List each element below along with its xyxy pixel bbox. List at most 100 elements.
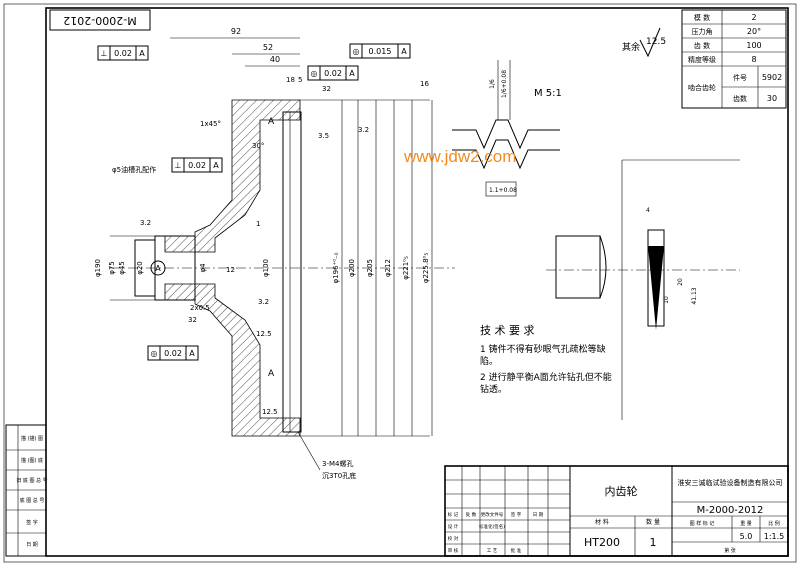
hdr-audit: 审 核 — [448, 547, 459, 554]
watermark: www.jdw2.com — [403, 147, 516, 166]
dim-92: 92 — [231, 27, 241, 36]
roughness-12-5-a: 12.5 — [256, 330, 272, 338]
dim-32-bottom: 32 — [188, 316, 197, 324]
left-strip-6: 日 期 — [26, 542, 38, 548]
main-section-view: A A A 92 52 40 18 5 32 16 3.5 1x45° 30° … — [94, 27, 455, 480]
hub-boss — [134, 239, 156, 297]
dia-20: φ20 — [136, 261, 144, 275]
hdr-sign: 签 字 — [511, 511, 522, 518]
tol-4-val: 0.02 — [188, 161, 206, 170]
dim-1: 1 — [256, 220, 260, 228]
dia-200: φ200 — [348, 259, 356, 277]
part-name: 内齿轮 — [605, 484, 638, 498]
dia-221: φ221⁰₅ — [402, 256, 410, 280]
tech-line-1: 1 铸件不得有砂眼气孔疏松等缺 — [480, 343, 606, 355]
dia-212: φ212 — [384, 259, 392, 277]
roughness-value: 12.5 — [646, 37, 666, 47]
mating-value-2: 30 — [767, 94, 777, 103]
hdr-scale: 比 例 — [768, 520, 780, 527]
holes-leader — [297, 431, 321, 471]
dia-45: φ45 — [118, 261, 126, 275]
company-name: 淮安三诚临试验设备制造有限公司 — [678, 478, 783, 487]
roughness-symbol — [639, 27, 661, 58]
hdr-check: 校 对 — [448, 535, 459, 542]
left-strip-3: 旧 底 图 总 号 — [16, 477, 47, 484]
quantity: 1 — [650, 536, 657, 549]
section-arrow-a-bottom: A — [268, 369, 275, 379]
detail-view: M 5:1 1/6 1/6+0.08 1.1+0.08 — [452, 60, 562, 197]
mating-item-1: 件号 — [733, 73, 747, 82]
dim-5: 5 — [298, 76, 302, 84]
right-partial-view: 4 20 10 41.13 — [546, 159, 740, 420]
tooth-profile-lower — [452, 139, 560, 170]
left-strip-5: 签 字 — [26, 519, 38, 526]
dim-3-5: 3.5 — [318, 132, 329, 140]
holes-note-2: 沉3T0孔底 — [322, 471, 356, 480]
tol-frame-2 — [349, 43, 411, 59]
tol-3-sym: ◎ — [311, 69, 318, 78]
param-value-module: 2 — [751, 13, 756, 22]
title-block: 标 记 处 数 更改文件号 签 字 日 期 设 计 标准化(签名) 校 对 审 … — [444, 465, 789, 557]
tol-frame-3 — [307, 65, 359, 81]
detail-dim-2: 1.1+0.08 — [489, 187, 517, 194]
tolerance-frames: ⊥ 0.02 A ◎ 0.015 A ◎ 0.02 A ⊥ 0.02 A ◎ 0… — [97, 43, 411, 361]
scale-value: 1:1.5 — [764, 532, 785, 541]
right-dim-10: 10 — [663, 296, 670, 304]
hdr-mass: 重 量 — [740, 520, 752, 527]
dia-190: φ190 — [94, 259, 102, 277]
keyway-wedge — [648, 246, 664, 330]
rotated-number-box — [49, 9, 151, 31]
title-block-frame — [444, 465, 789, 557]
detail-scale: M 5:1 — [534, 88, 562, 99]
mating-value-1: 5902 — [762, 73, 782, 82]
param-value-angle: 20° — [747, 27, 761, 36]
boss-curve — [599, 235, 607, 299]
param-label-grade: 精度等级 — [688, 55, 716, 64]
tech-requirements: 技 术 要 求 1 铸件不得有砂眼气孔疏松等缺 陷。 2 进行静平衡A面允许钻孔… — [480, 324, 612, 395]
radius-12: 12 — [226, 266, 235, 274]
detail-dim-box — [485, 181, 517, 197]
dia-75: φ75 — [108, 261, 116, 275]
dim-32-top: 32 — [322, 85, 331, 93]
general-roughness: 其余 12.5 — [622, 27, 666, 58]
hdr-rev: 标 记 — [448, 511, 459, 518]
hdr-stage: 图 样 标 记 — [690, 520, 715, 527]
datum-circle — [150, 260, 166, 276]
tol-3-ref: A — [349, 69, 355, 78]
tol-2-sym: ◎ — [353, 47, 360, 56]
hdr-file: 更改文件号 — [481, 511, 504, 518]
right-dim-4: 4 — [646, 207, 650, 214]
hdr-sheet: 第 张 — [724, 547, 736, 554]
tol-frame-4 — [171, 157, 223, 173]
dim-40: 40 — [270, 55, 280, 64]
hdr-craft: 工 艺 — [487, 548, 498, 554]
dim-16: 16 — [420, 80, 429, 88]
left-strip-1: 描 (描) 图 — [21, 435, 43, 442]
dia-100: φ100 — [262, 259, 270, 277]
angle-30: 30° — [252, 142, 264, 150]
mating-item-2: 齿数 — [733, 94, 747, 103]
oil-hole-note: φ5油槽孔配作 — [112, 165, 156, 174]
tech-line-2b: 钻透。 — [480, 383, 507, 395]
mass-value: 5.0 — [740, 532, 753, 541]
left-strip-frame — [5, 424, 47, 557]
param-value-grade: 8 — [751, 55, 756, 64]
holes-note: 3-M4螺孔 — [322, 459, 353, 468]
roughness-12-5-b: 12.5 — [262, 408, 278, 416]
gear-rim — [282, 111, 302, 433]
tech-title: 技 术 要 求 — [480, 324, 535, 337]
bore-hatch-bottom — [164, 283, 196, 301]
tol-1-ref: A — [139, 49, 145, 58]
outer-border — [3, 3, 797, 563]
detail-dim-1: 1/6 — [489, 79, 496, 89]
drawing-number: M-2000-2012 — [697, 505, 764, 516]
hdr-design: 设 计 — [448, 523, 459, 530]
tol-4-ref: A — [213, 161, 219, 170]
hdr-approve: 批 准 — [511, 547, 522, 554]
hub-section-lower — [194, 283, 301, 437]
rotated-drawing-number: M-2000-2012 — [63, 14, 136, 27]
hdr-qty: 数 量 — [646, 518, 660, 526]
tol-frame-5 — [147, 345, 199, 361]
param-label-teeth: 齿 数 — [694, 41, 710, 50]
bore-hatch-top — [164, 235, 196, 253]
